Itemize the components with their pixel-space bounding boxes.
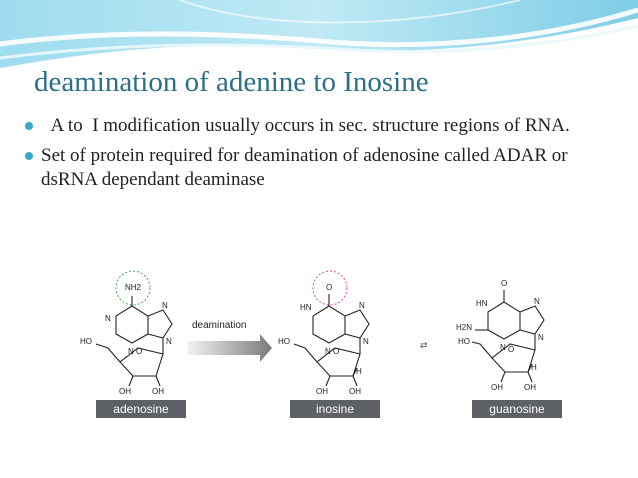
bullet-text: Set of protein required for deamination … [41, 145, 568, 190]
atom-label: H [356, 367, 362, 376]
bullet-text: A to I modification usually occurs in se… [41, 115, 570, 136]
atom-label: OH [524, 383, 536, 392]
arrow-icon [188, 334, 272, 362]
atom-label: HO [80, 337, 92, 346]
atom-label: N [128, 347, 134, 356]
atom-label: N [325, 347, 331, 356]
inosine-structure: O HN N N N O HO H OH OH [278, 270, 370, 396]
deamination-arrow: deamination [188, 320, 272, 362]
atom-label: O [333, 347, 339, 356]
molecule-label-inosine: inosine [290, 400, 380, 418]
atom-label: N [500, 343, 506, 352]
bullet-item: A to I modification usually occurs in se… [22, 114, 622, 138]
atom-label: OH [119, 387, 131, 396]
atom-label: H2N [456, 323, 472, 332]
atom-label: N [363, 337, 369, 346]
arrow-label: deamination [192, 320, 246, 331]
guanosine-structure: O HN N N N H2N O HO H OH OH [456, 279, 545, 392]
atom-label: OH [491, 383, 503, 392]
molecule-label-text: adenosine [113, 402, 169, 416]
atom-label: O [508, 345, 514, 354]
atom-label: HO [278, 337, 290, 346]
molecule-label-text: inosine [316, 402, 354, 416]
bullet-item: Set of protein required for deamination … [22, 144, 622, 192]
atom-label: N [359, 301, 365, 310]
atom-label: HN [300, 303, 312, 312]
atom-label: O [326, 283, 332, 292]
atom-label: OH [152, 387, 164, 396]
atom-label: OH [349, 387, 361, 396]
atom-label: N [105, 314, 111, 323]
atom-label: N [162, 301, 168, 310]
bullet-list: A to I modification usually occurs in se… [22, 114, 622, 198]
oxygen-group-highlight [312, 270, 348, 306]
atom-label: N [534, 297, 540, 306]
atom-label: O [501, 279, 507, 288]
molecule-label-guanosine: guanosine [472, 400, 562, 418]
molecule-label-text: guanosine [489, 402, 545, 416]
atom-label: HO [458, 337, 470, 346]
amino-group-highlight [115, 270, 151, 306]
atom-label: O [136, 347, 142, 356]
bullet-dot-icon [25, 122, 33, 130]
adenosine-structure: NH2 N N N N O HO OH OH [80, 270, 173, 396]
atom-label: N [166, 337, 172, 346]
structure-diagram: NH2 N N N N O HO OH OH deamination [80, 270, 562, 418]
atom-label: NH2 [125, 283, 142, 292]
slide-title: deamination of adenine to Inosine [34, 66, 429, 98]
atom-label: HN [476, 299, 488, 308]
header-swoosh [0, 0, 638, 68]
atom-label: N [538, 333, 544, 342]
deamination-figure: NH2 N N N N O HO OH OH deamination [20, 226, 630, 474]
molecule-label-adenosine: adenosine [96, 400, 186, 418]
atom-label: H [531, 363, 537, 372]
bullet-dot-icon [25, 152, 33, 160]
atom-label: OH [316, 387, 328, 396]
separator-icon: ⇄ [420, 340, 428, 350]
